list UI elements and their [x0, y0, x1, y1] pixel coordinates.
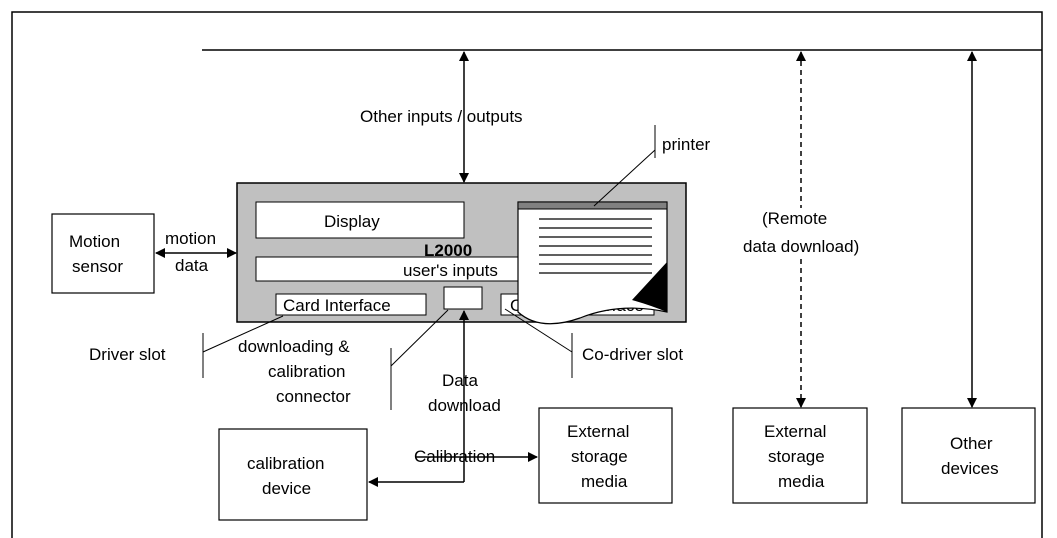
- motion-data-line2: data: [175, 256, 209, 275]
- display-label: Display: [324, 212, 380, 231]
- remote-label-line2: data download): [743, 237, 859, 256]
- remote-label-line1: (Remote: [762, 209, 827, 228]
- remote-label-bg: [735, 208, 877, 258]
- external-storage-box-2: [732, 407, 868, 504]
- users-inputs-label: user's inputs: [403, 261, 498, 280]
- users-inputs-panel: [255, 256, 557, 282]
- display-panel: [255, 201, 465, 239]
- external-storage-2-line1: External: [764, 422, 826, 441]
- other-devices-line2: devices: [941, 459, 999, 478]
- connector-label-line3: connector: [276, 387, 351, 406]
- calibration-device-box: [218, 428, 368, 521]
- outer-frame: [11, 11, 1043, 538]
- paper-curl: [632, 262, 667, 312]
- driver-slot-label: Driver slot: [89, 345, 166, 364]
- connector-socket: [443, 286, 483, 310]
- other-devices-line1: Other: [950, 434, 993, 453]
- connector-label-line2: calibration: [268, 362, 346, 381]
- motion-data-line1: motion: [165, 229, 216, 248]
- motion-sensor-line1: Motion: [69, 232, 120, 251]
- connector-leader: [390, 309, 449, 367]
- other-devices-box: [901, 407, 1036, 504]
- motion-sensor-line2: sensor: [72, 257, 123, 276]
- printer-top-bar: [517, 201, 668, 210]
- external-storage-2-line2: storage: [768, 447, 825, 466]
- connector-label-line1: downloading &: [238, 337, 350, 356]
- external-storage-1-line2: storage: [571, 447, 628, 466]
- calibration-device-line2: device: [262, 479, 311, 498]
- printer-leader: [593, 149, 656, 207]
- printer-paper: [517, 201, 668, 325]
- data-download-line2: download: [428, 396, 501, 415]
- card-interface-left: [275, 293, 427, 316]
- external-storage-1-line1: External: [567, 422, 629, 441]
- printout-lines: [539, 218, 652, 274]
- motion-data-bg: [162, 232, 226, 246]
- motion-sensor-box: [51, 213, 155, 294]
- data-download-line1: Data: [442, 371, 478, 390]
- external-storage-1-line3: media: [581, 472, 628, 491]
- l2000-label: L2000: [424, 241, 472, 260]
- calibration-device-line1: calibration: [247, 454, 325, 473]
- card-interface-left-label: Card Interface: [283, 296, 391, 315]
- printer-label: printer: [662, 135, 711, 154]
- external-storage-box-1: [538, 407, 673, 504]
- external-storage-2-line3: media: [778, 472, 825, 491]
- calibration-label: Calibration: [414, 447, 495, 466]
- other-io-label: Other inputs / outputs: [360, 107, 523, 126]
- driver-slot-leader: [202, 315, 284, 353]
- codriver-slot-leader: [504, 308, 573, 353]
- codriver-slot-label: Co-driver slot: [582, 345, 683, 364]
